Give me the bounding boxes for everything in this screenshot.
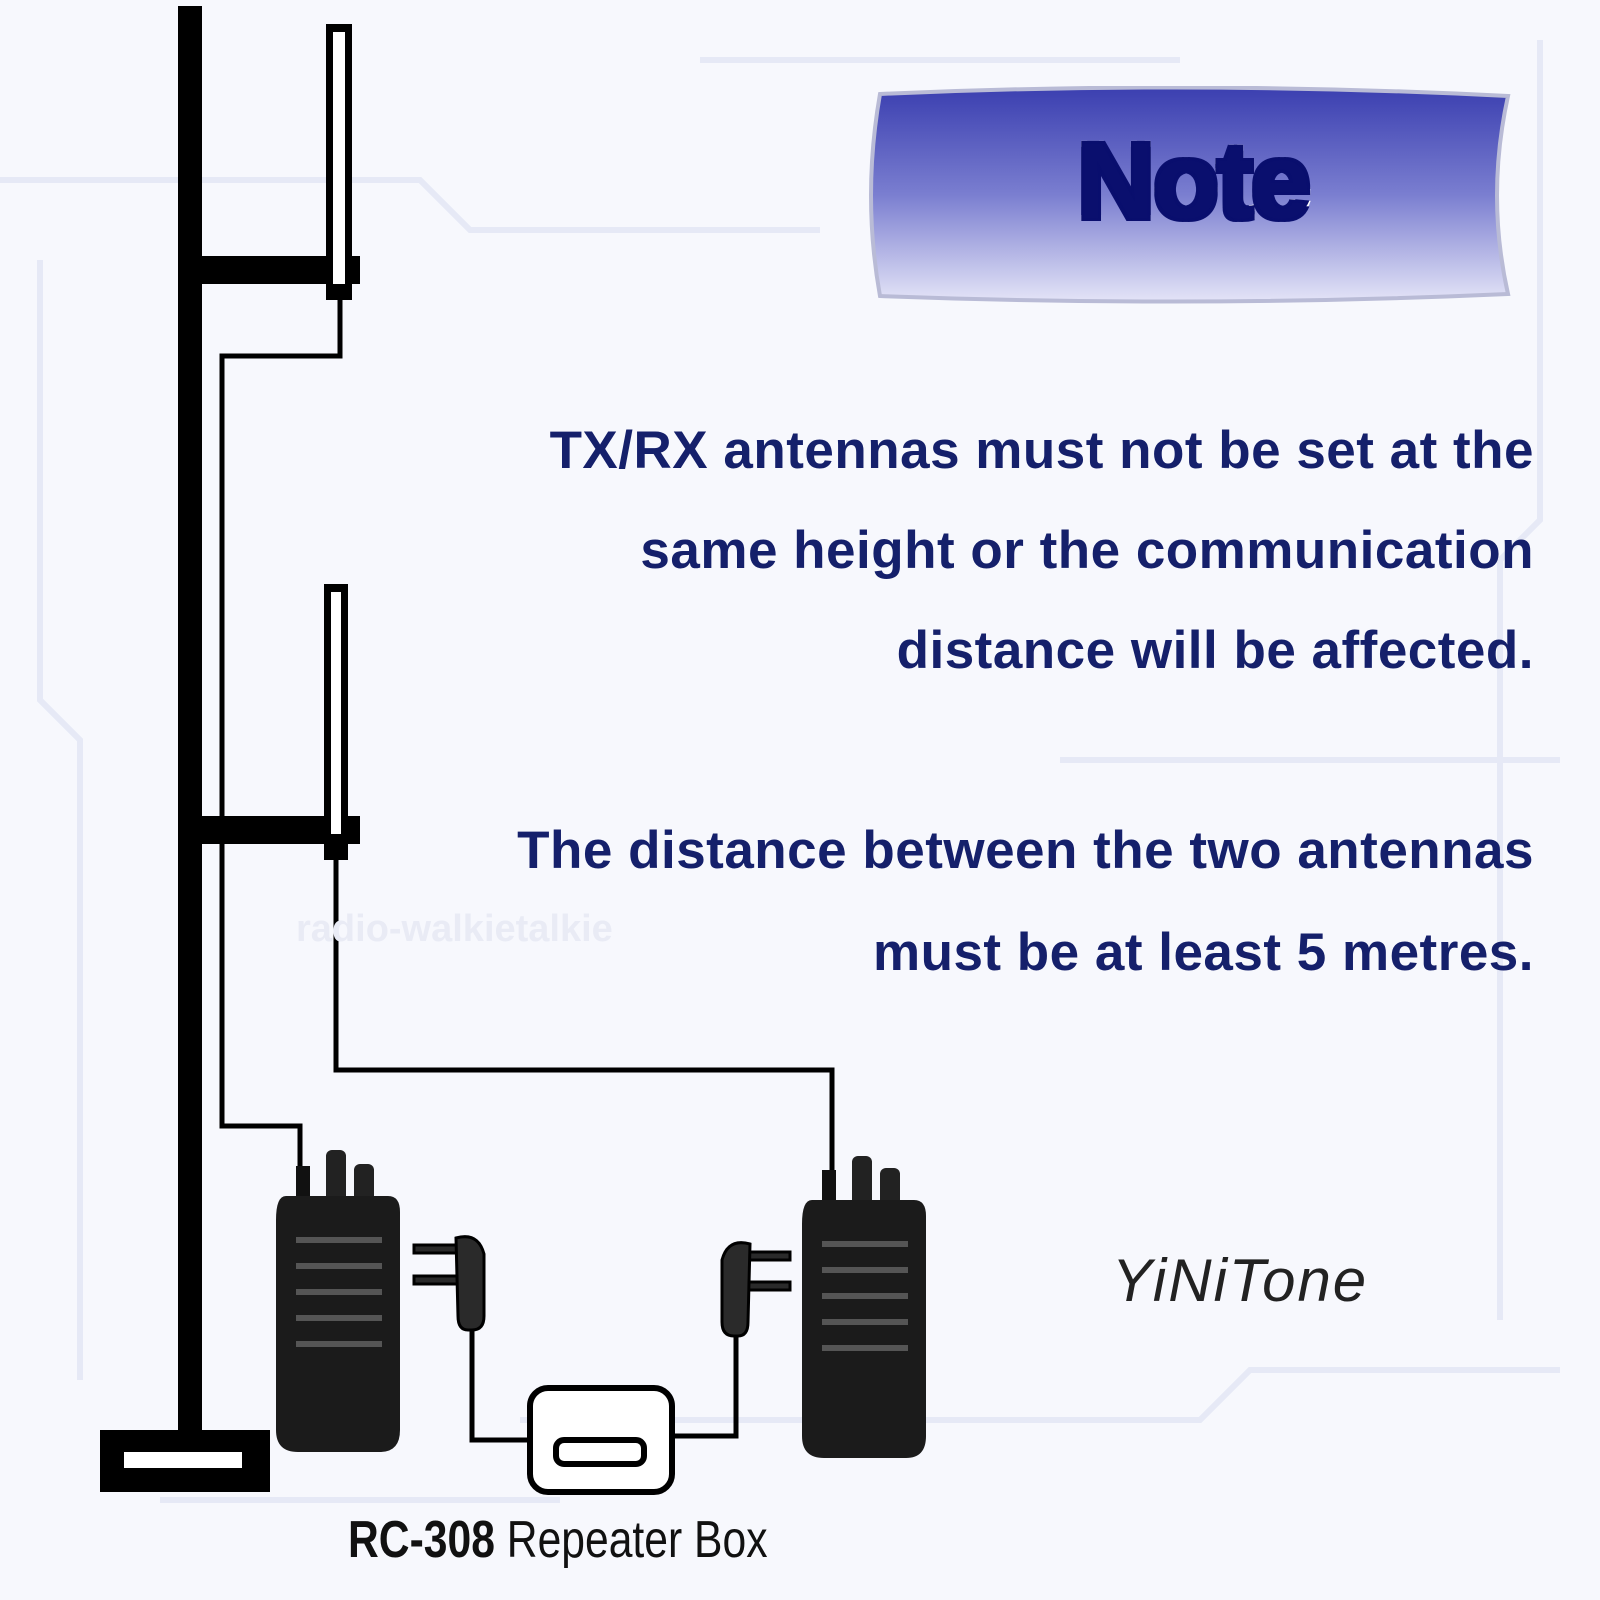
note-title: Note <box>1074 117 1314 244</box>
upper-antenna <box>326 24 352 300</box>
note-paragraph1-line1: TX/RX antennas must not be set at the <box>549 421 1534 480</box>
connector-plug-icon <box>412 1235 486 1332</box>
brand-logo: YiNiTone <box>1112 1247 1369 1314</box>
note-banner <box>869 86 1511 304</box>
walkie-talkie-icon <box>802 1156 926 1458</box>
repeater-model: RC-308 <box>348 1511 495 1569</box>
walkie-talkie-icon <box>276 1150 400 1452</box>
lower-antenna <box>324 584 348 860</box>
note-paragraph2-line2: must be at least 5 metres. <box>872 923 1534 982</box>
note-paragraph1-line2: same height or the communication <box>640 521 1534 580</box>
note-paragraph1-line3: distance will be affected. <box>896 621 1534 680</box>
repeater-name: Repeater Box <box>506 1511 768 1569</box>
repeater-caption: RC-308 Repeater Box <box>348 1510 768 1570</box>
watermark: radio-walkietalkie <box>296 908 613 950</box>
repeater-box-icon <box>527 1385 675 1495</box>
note-paragraph2-line1: The distance between the two antennas <box>517 821 1534 880</box>
connector-plug-icon <box>720 1241 792 1338</box>
